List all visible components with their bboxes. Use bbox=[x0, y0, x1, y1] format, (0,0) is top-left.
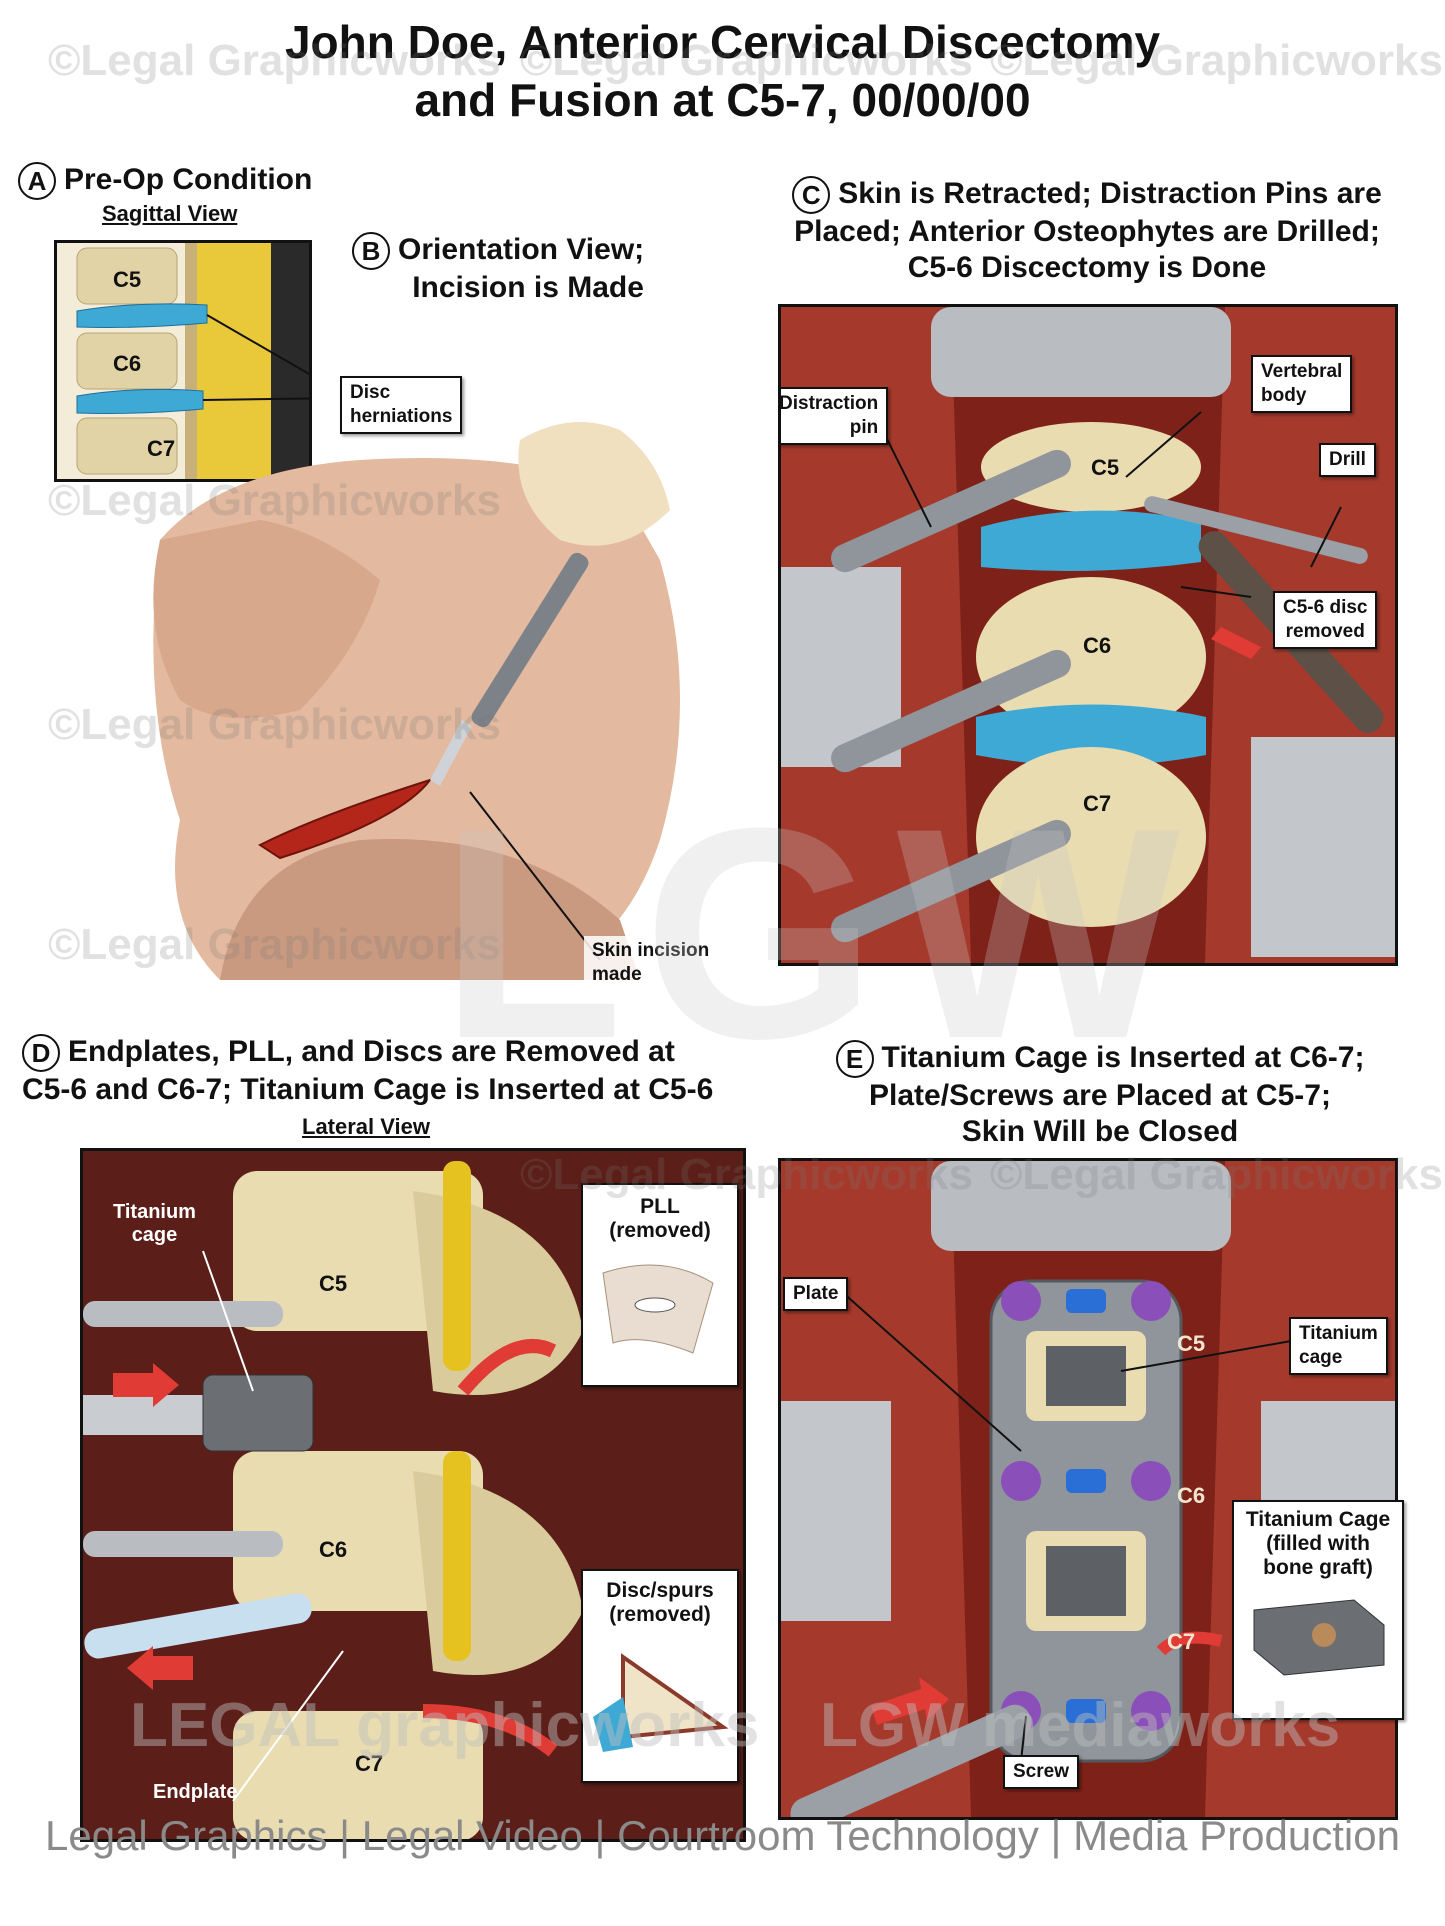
panel-c-label-c5: C5 bbox=[1091, 455, 1120, 480]
retractor-left bbox=[781, 1401, 891, 1621]
disc-c6-7 bbox=[976, 704, 1206, 766]
panel-d-letter: D bbox=[22, 1034, 60, 1073]
callout-vertebral-body: Vertebral body bbox=[1251, 355, 1353, 413]
distraction-pin-upper bbox=[83, 1301, 283, 1327]
callout-titanium-cage-e: Titanium cage bbox=[1289, 1317, 1388, 1375]
vertebra-c5 bbox=[76, 247, 178, 305]
sagittal-spine-illustration bbox=[57, 243, 309, 479]
panel-e-label-c6: C6 bbox=[1177, 1483, 1206, 1508]
panel-e-surgical-image: C5 C6 C7 Plate Titanium cage Screw bbox=[778, 1158, 1398, 1820]
drill bbox=[1144, 496, 1368, 564]
panel-a-heading-text: Pre-Op Condition bbox=[64, 163, 313, 196]
panel-a-letter: A bbox=[18, 162, 56, 201]
panel-e-label-c5: C5 bbox=[1177, 1331, 1206, 1356]
vertebra-c7 bbox=[233, 1711, 483, 1839]
retractor-top bbox=[931, 307, 1231, 397]
discectomy-illustration bbox=[781, 307, 1395, 963]
panel-e-letter: E bbox=[835, 1040, 874, 1079]
callout-titanium-cage: Titanium cage bbox=[113, 1201, 196, 1246]
distraction-pin-c5 bbox=[831, 449, 1071, 573]
distraction-pin-lower bbox=[83, 1531, 283, 1557]
titanium-cage-c5-6 bbox=[1046, 1346, 1126, 1406]
vertebra-c7 bbox=[76, 417, 178, 475]
panel-d-label-c5: C5 bbox=[319, 1271, 348, 1296]
panel-d-label-c7: C7 bbox=[355, 1751, 384, 1776]
inset-disc-spurs-removed: Disc/spurs (removed) bbox=[581, 1569, 739, 1783]
scalpel-handle bbox=[471, 552, 589, 728]
pll-c5 bbox=[443, 1161, 471, 1371]
panel-c-label-c7: C7 bbox=[1083, 791, 1112, 816]
disc-c5-6 bbox=[981, 510, 1201, 571]
panel-d-lateral-image: C5 C6 C7 Titanium cage Endplate PLL (rem… bbox=[80, 1148, 746, 1842]
titanium-cage bbox=[202, 1374, 314, 1452]
panel-e-label-c7: C7 bbox=[1167, 1629, 1196, 1654]
panel-a-label-c5: C5 bbox=[113, 267, 142, 292]
disc-spurs-fragment-icon bbox=[593, 1653, 729, 1752]
panel-c-surgical-image: C5 C6 C7 Distraction pin Vertebral body … bbox=[778, 304, 1398, 966]
pll-fragment-icon bbox=[602, 1264, 714, 1354]
panel-a-label-c7: C7 bbox=[147, 436, 176, 461]
panel-c-label-c6: C6 bbox=[1083, 633, 1112, 658]
callout-screw: Screw bbox=[1003, 1755, 1079, 1789]
distraction-pin-c7 bbox=[831, 819, 1071, 943]
callout-disc-herniations: Disc herniations bbox=[340, 376, 463, 434]
page-title-line1: John Doe, Anterior Cervical Discectomy bbox=[284, 16, 1161, 68]
spinal-cord bbox=[195, 243, 275, 479]
scalpel-blade bbox=[430, 720, 472, 786]
panel-b-letter: B bbox=[352, 232, 390, 271]
inset-pll-removed: PLL (removed) bbox=[581, 1183, 739, 1387]
footer-tagline: Legal Graphics | Legal Video | Courtroom… bbox=[45, 1812, 1400, 1859]
cage-with-graft-icon bbox=[1253, 1599, 1385, 1676]
endplate-tool bbox=[84, 1593, 312, 1659]
skin-incision bbox=[257, 778, 433, 860]
panel-c-letter: C bbox=[792, 176, 831, 215]
callout-drill: Drill bbox=[1319, 443, 1376, 477]
callout-disc-removed: C5-6 disc removed bbox=[1273, 591, 1378, 649]
distraction-pin-c6 bbox=[831, 649, 1071, 773]
screwdriver bbox=[790, 1704, 1032, 1817]
panel-a-subheading: Sagittal View bbox=[102, 201, 238, 226]
disc-herniation-c6-7 bbox=[76, 388, 204, 414]
neck-incision-illustration bbox=[153, 422, 681, 980]
disc-herniation-c5-6 bbox=[76, 303, 208, 328]
callout-endplate: Endplate bbox=[153, 1781, 238, 1803]
page-title-line2: and Fusion at C5-7, 00/00/00 bbox=[414, 74, 1031, 126]
callout-distraction-pin: Distraction pin bbox=[781, 387, 889, 445]
vertebral-body-c7 bbox=[976, 747, 1206, 927]
pll-c6 bbox=[443, 1451, 471, 1661]
panel-d-subheading: Lateral View bbox=[302, 1114, 430, 1139]
panel-a-sagittal-image: C5 C6 C7 bbox=[54, 240, 312, 482]
callout-skin-incision: Skin incision made bbox=[584, 936, 718, 990]
callout-plate: Plate bbox=[783, 1277, 849, 1311]
vertebral-body-c6 bbox=[976, 577, 1206, 737]
retractor-top bbox=[931, 1161, 1231, 1251]
panel-a-label-c6: C6 bbox=[113, 351, 142, 376]
vertebral-body-c5 bbox=[981, 422, 1201, 512]
insertion-arrow bbox=[113, 1363, 179, 1407]
inset-cage-bone-graft: Titanium Cage (filled with bone graft) bbox=[1232, 1500, 1404, 1720]
titanium-cage-c6-7 bbox=[1046, 1546, 1126, 1616]
retractor-right bbox=[1251, 737, 1395, 957]
vertebra-c6 bbox=[76, 332, 178, 390]
panel-d-label-c6: C6 bbox=[319, 1537, 348, 1562]
